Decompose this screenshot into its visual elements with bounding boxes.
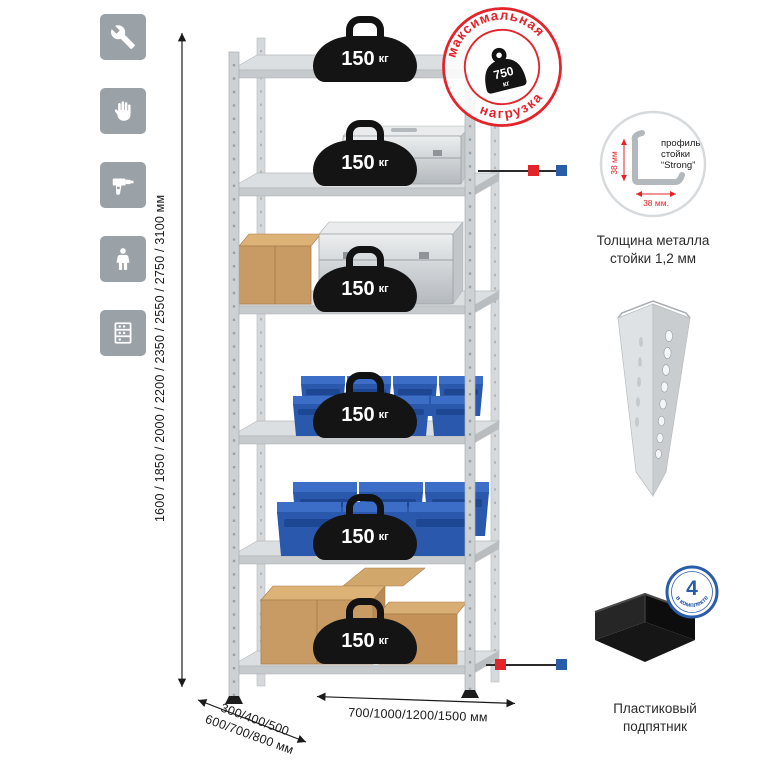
weight-handle-icon (346, 16, 384, 38)
callout-line-top (478, 170, 562, 172)
weight-handle-icon (346, 598, 384, 620)
load-value: 150 (341, 403, 375, 426)
gloves-icon (100, 88, 146, 134)
weight-handle-icon (346, 246, 384, 268)
wrench-glyph (111, 25, 135, 49)
foot-caption: Пластиковый подпятник (580, 700, 730, 735)
stamp-weight-unit: кг (502, 78, 511, 88)
callout-line-bottom (486, 664, 562, 666)
drill-glyph (112, 178, 134, 195)
weight-handle-icon (346, 372, 384, 394)
height-dimension-label: 1600 / 1850 / 2000 / 2200 / 2350 / 2550 … (153, 194, 167, 522)
load-unit: кг (378, 157, 389, 169)
load-unit: кг (378, 283, 389, 295)
profile-caption-line1: Толщина металла (596, 233, 710, 248)
profile-angle-drawing (631, 130, 685, 185)
load-value: 150 (341, 277, 375, 300)
load-value: 150 (341, 525, 375, 548)
shelving-glyph (114, 322, 132, 344)
depth-dimension-line (197, 699, 307, 743)
profile-label-1: профиль (661, 138, 700, 149)
foot-caption-line1: Пластиковый (613, 701, 697, 716)
load-unit: кг (378, 409, 389, 421)
post-profile-detail: 38 мм 38 мм. профиль стойки “Strong” (599, 110, 707, 218)
gloves-glyph (114, 101, 131, 121)
profile-label-2: стойки (661, 149, 690, 160)
plastic-foot-image (594, 592, 696, 662)
wrench-icon (100, 14, 146, 60)
max-load-stamp: максимальная нагрузка 750 кг (435, 0, 562, 128)
load-value: 150 (341, 151, 375, 174)
load-unit: кг (378, 635, 389, 647)
profile-caption: Толщина металла стойки 1,2 мм (578, 232, 728, 267)
person-glyph (116, 248, 130, 270)
profile-dim-horizontal: 38 мм. (643, 198, 669, 208)
included-count-badge: 4 в комплекте (665, 565, 719, 619)
callout-square-red-bottom (495, 659, 506, 670)
drill-icon (100, 162, 146, 208)
callout-square-blue-top (556, 165, 567, 176)
angle-post-image (617, 300, 691, 498)
callout-square-blue-bottom (556, 659, 567, 670)
shelving-icon (100, 310, 146, 356)
person-icon (100, 236, 146, 282)
load-value: 150 (341, 47, 375, 70)
load-value: 150 (341, 629, 375, 652)
shelving-rack (225, 33, 501, 704)
weight-handle-icon (346, 494, 384, 516)
cardboard-box (238, 233, 322, 305)
weight-handle-icon (346, 120, 384, 142)
profile-caption-line2: стойки 1,2 мм (609, 250, 697, 266)
load-unit: кг (378, 53, 389, 65)
load-unit: кг (378, 531, 389, 543)
height-dimension-line (177, 33, 187, 687)
foot-caption-line2: подпятник (622, 718, 688, 734)
profile-label-3: “Strong” (661, 160, 695, 171)
badge-number: 4 (686, 577, 698, 600)
stamp-weight-icon: 750 кг (485, 47, 527, 94)
profile-dim-vertical: 38 мм (609, 151, 619, 175)
callout-square-red-top (528, 165, 539, 176)
stamp-weight-value: 750 (492, 64, 515, 83)
width-dimension-line (317, 692, 515, 708)
